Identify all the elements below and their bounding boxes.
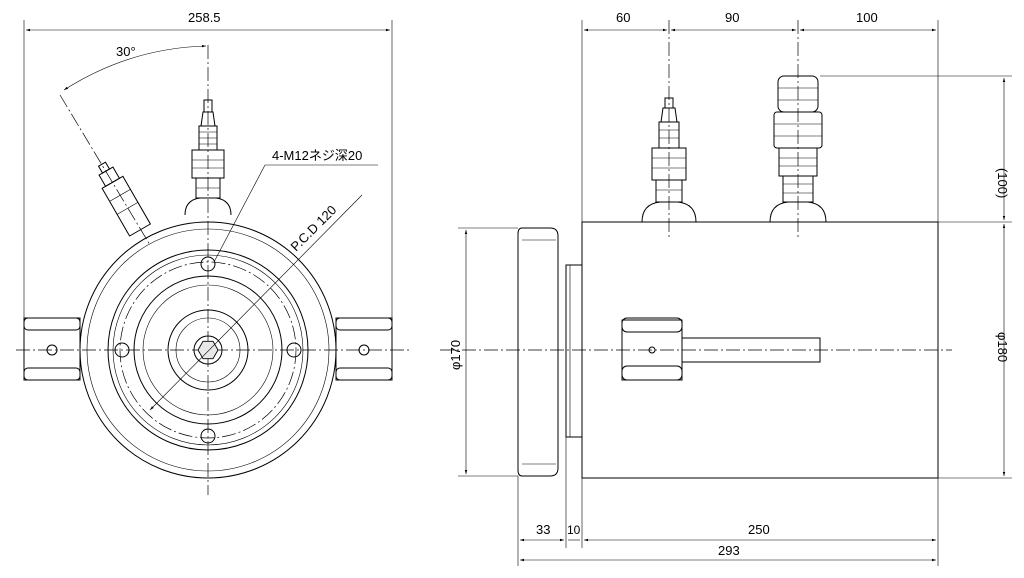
end-cap (517, 227, 559, 477)
piston-inner-circle (175, 317, 241, 383)
left-lug-top-plate (23, 317, 81, 331)
angled-fitting-tip (97, 161, 111, 174)
left-lug (23, 317, 81, 381)
dim-phi-180: φ180 (995, 332, 1010, 362)
dim-100: 100 (856, 10, 878, 25)
left-lug-bottom-plate (23, 367, 81, 381)
right-lug-body (335, 317, 393, 381)
pcd-note: P.C.D 120 (288, 202, 340, 254)
top-fitting-tip (203, 99, 213, 113)
dim-10: 10 (567, 523, 581, 537)
dim-293: 293 (718, 543, 740, 558)
bolt-holes (114, 256, 302, 444)
thread-leader (213, 164, 266, 263)
angle-arc-30 (63, 44, 207, 91)
angled-fitting-body (101, 175, 152, 237)
thread-note: 4-M12ネジ深20 (272, 148, 362, 163)
angled-fitting (97, 161, 152, 237)
center-boss (193, 335, 223, 365)
piston-circle (167, 309, 249, 391)
dim-33: 33 (536, 522, 550, 537)
front-angled-centerline (59, 94, 151, 246)
right-lug-top-plate (335, 317, 393, 331)
cylinder-body (581, 221, 939, 479)
side-lug-bottom (621, 365, 683, 381)
flange-circle (107, 249, 309, 451)
dim-100-ref: (100) (995, 168, 1010, 198)
hex-socket-icon (197, 340, 219, 360)
bolt-hole-left (114, 342, 130, 358)
side-lug-top (621, 317, 683, 333)
left-lug-pin (46, 344, 58, 356)
right-lug-pin (358, 344, 370, 356)
ring-inner-circle (142, 284, 274, 416)
flange-inner-edge (112, 254, 304, 446)
left-lug-body (23, 317, 81, 381)
angle-30deg: 30° (116, 44, 136, 59)
pcd-circle (119, 261, 297, 439)
pcd-leader (149, 194, 363, 411)
outer-body-inner-edge (86, 228, 330, 472)
right-lug (335, 317, 393, 381)
dim-60: 60 (616, 10, 630, 25)
bolt-hole-top (200, 256, 216, 272)
dim-phi-170: φ170 (448, 340, 463, 370)
top-fitting (184, 99, 232, 216)
side-lug-pin (648, 346, 656, 354)
dim-258-5: 258.5 (188, 10, 221, 25)
dim-250: 250 (748, 522, 770, 537)
bolt-hole-right (286, 342, 302, 358)
dim-90: 90 (725, 10, 739, 25)
right-lug-bottom-plate (335, 367, 393, 381)
bolt-hole-bottom (200, 428, 216, 444)
step-ring (565, 264, 583, 438)
side-view: 60 90 100 (100) φ180 φ170 33 10 250 293 (440, 10, 1012, 566)
ring-circle (133, 275, 283, 425)
front-view: 258.5 30° 4-M12ネジ深20 P.C.D 120 (16, 10, 412, 495)
